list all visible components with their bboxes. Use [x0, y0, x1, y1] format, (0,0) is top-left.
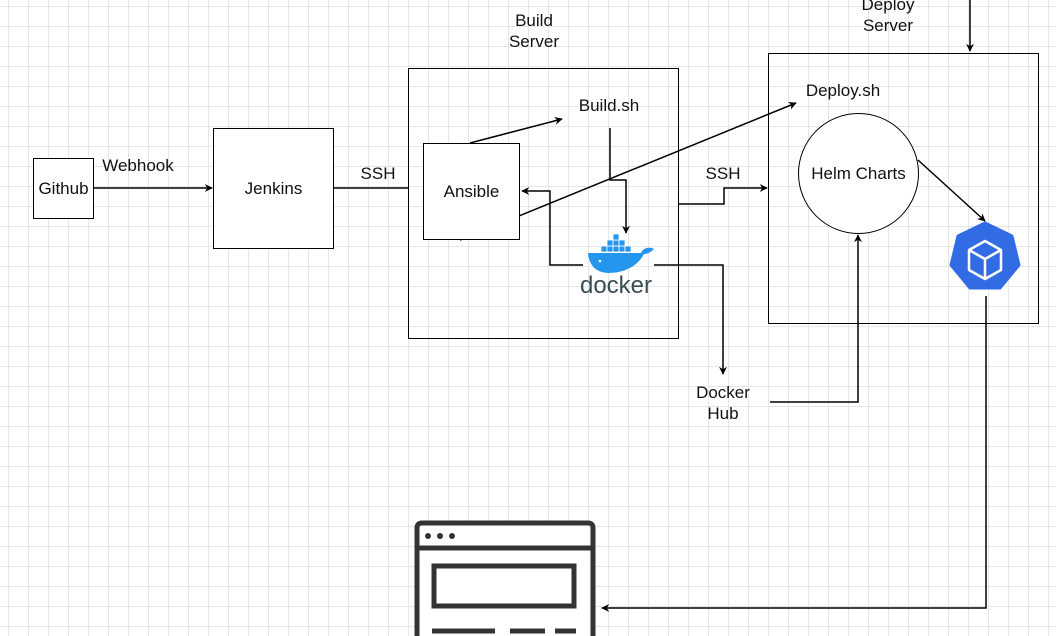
helm-charts-node: Helm Charts: [798, 113, 919, 234]
edge-build-deploy-server: [679, 184, 768, 205]
docker-wordmark: docker: [580, 272, 652, 299]
ssh-deploy-edge-label: SSH: [705, 164, 741, 183]
deploy-server-box: [768, 53, 1039, 324]
ansible-label: Ansible: [443, 181, 500, 201]
build-server-label: Build Server: [508, 11, 560, 51]
edge-docker-ansible: [521, 187, 583, 266]
deploy-sh-label: Deploy.sh: [805, 81, 881, 100]
edge-kubernetes-browser: [601, 296, 987, 612]
build-sh-label: Build.sh: [578, 96, 640, 115]
jenkins-label: Jenkins: [244, 178, 303, 198]
jenkins-node: Jenkins: [213, 128, 334, 249]
helm-charts-label: Helm Charts: [811, 163, 906, 183]
edge-docker-docker-hub: [654, 264, 727, 375]
browser-window-icon: [414, 520, 596, 636]
webhook-edge-label: Webhook: [102, 156, 174, 175]
edge-helm-kubernetes: [917, 159, 986, 222]
ssh-build-edge-label: SSH: [360, 164, 396, 183]
docker-whale-icon: [588, 233, 654, 273]
build-server-box: [408, 68, 679, 339]
github-node: Github: [33, 158, 94, 219]
docker-hub-label: Docker Hub: [696, 383, 750, 423]
kubernetes-icon: [949, 221, 1021, 290]
github-label: Github: [38, 178, 89, 198]
edge-ansible-build-sh: [469, 116, 563, 144]
edge-docker-hub-helm: [770, 234, 862, 403]
deploy-server-label: Deploy Server: [861, 0, 915, 35]
ansible-node: Ansible: [423, 143, 520, 240]
edge-build-sh-docker: [609, 128, 630, 234]
